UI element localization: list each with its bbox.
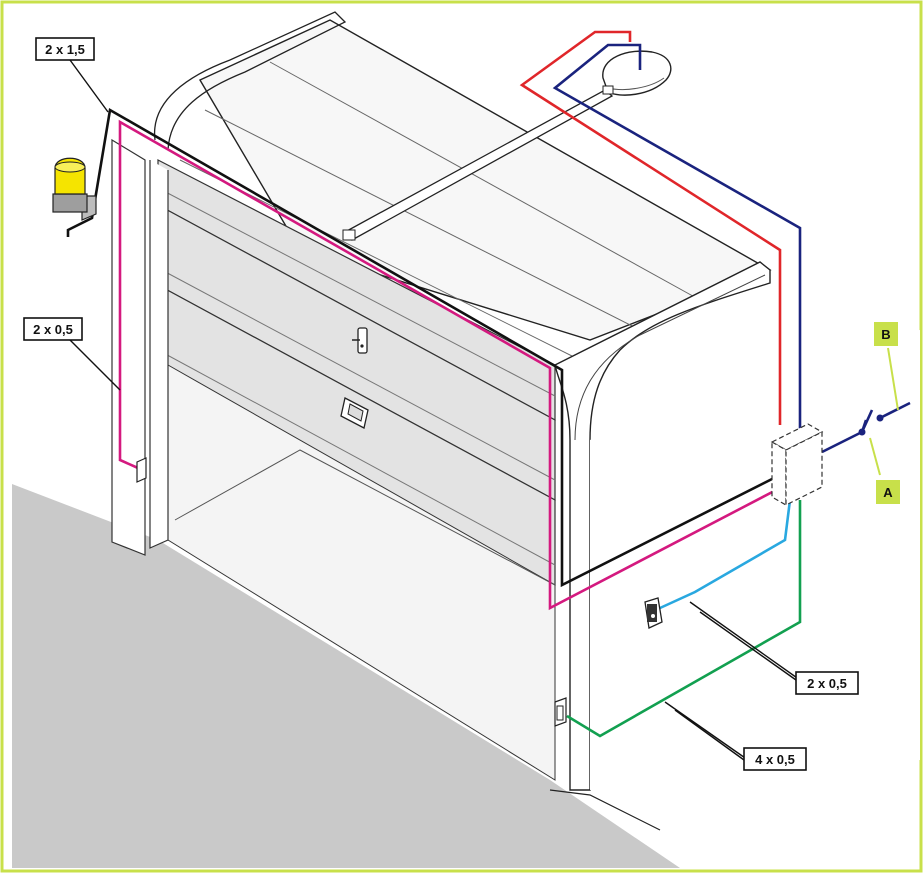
leader-tag-a	[869, 437, 881, 476]
svg-text:2 x 0,5: 2 x 0,5	[807, 676, 847, 691]
right-side-housing	[554, 261, 771, 791]
safety-edge-contact-icon	[136, 457, 147, 483]
tag-a: A	[876, 480, 900, 504]
leader-photocell-tx-cable-2	[699, 611, 797, 681]
door-groove	[157, 187, 556, 397]
wire-photocell-cyan	[659, 499, 792, 610]
photocell-transmitter-icon	[644, 597, 663, 629]
wire-flashing-light-black	[66, 107, 781, 588]
svg-text:A: A	[883, 485, 893, 500]
label-photocell-tx-cable: 2 x 0,5	[795, 671, 859, 695]
inner-floor-line	[174, 449, 556, 586]
roof-panel-line	[204, 109, 641, 331]
svg-text:2 x 0,5: 2 x 0,5	[33, 322, 73, 337]
svg-text:4 x 0,5: 4 x 0,5	[755, 752, 795, 767]
tag-b: B	[874, 322, 898, 346]
top-track-rail	[154, 11, 347, 151]
door-groove	[157, 349, 556, 566]
leader-photocell-tx-cable	[689, 601, 801, 681]
flashing-light-icon	[52, 157, 97, 221]
rail-bracket-icon	[342, 229, 356, 241]
junction-box	[770, 423, 824, 507]
floor	[12, 484, 680, 868]
door-lock-icon	[352, 327, 368, 354]
label-photocell-rx-cable: 4 x 0,5	[743, 747, 807, 771]
key-switch-icon	[858, 409, 884, 436]
svg-text:2 x 1,5: 2 x 1,5	[45, 42, 85, 57]
leader-safety-edge-cable	[69, 339, 121, 391]
door-frame-left	[149, 160, 169, 549]
leader-photocell-rx-cable	[664, 701, 749, 761]
right-housing-inner	[574, 274, 766, 441]
label-safety-edge-cable: 2 x 0,5	[23, 317, 83, 341]
left-wall-pillar	[111, 138, 146, 556]
motor-unit-icon	[602, 50, 672, 96]
svg-text:B: B	[881, 327, 890, 342]
door-groove	[157, 267, 556, 481]
wire-photocell-green	[566, 500, 802, 738]
leader-tag-b	[887, 347, 899, 411]
leader-photocell-rx-cable-2	[674, 709, 745, 761]
wire-power-blue	[552, 43, 802, 430]
label-flashing-light-cable: 2 x 1,5	[35, 37, 95, 61]
photocell-receiver-icon	[554, 697, 567, 727]
door-handle-icon	[340, 397, 369, 429]
wire-switch-blue-out	[879, 401, 911, 420]
right-wall-floor-edge	[549, 789, 661, 831]
wire-safety-edge-magenta	[118, 119, 781, 611]
leader-flashing-light-cable	[69, 59, 109, 113]
wire-power-red	[519, 30, 782, 425]
roof-panel-line	[269, 61, 701, 301]
